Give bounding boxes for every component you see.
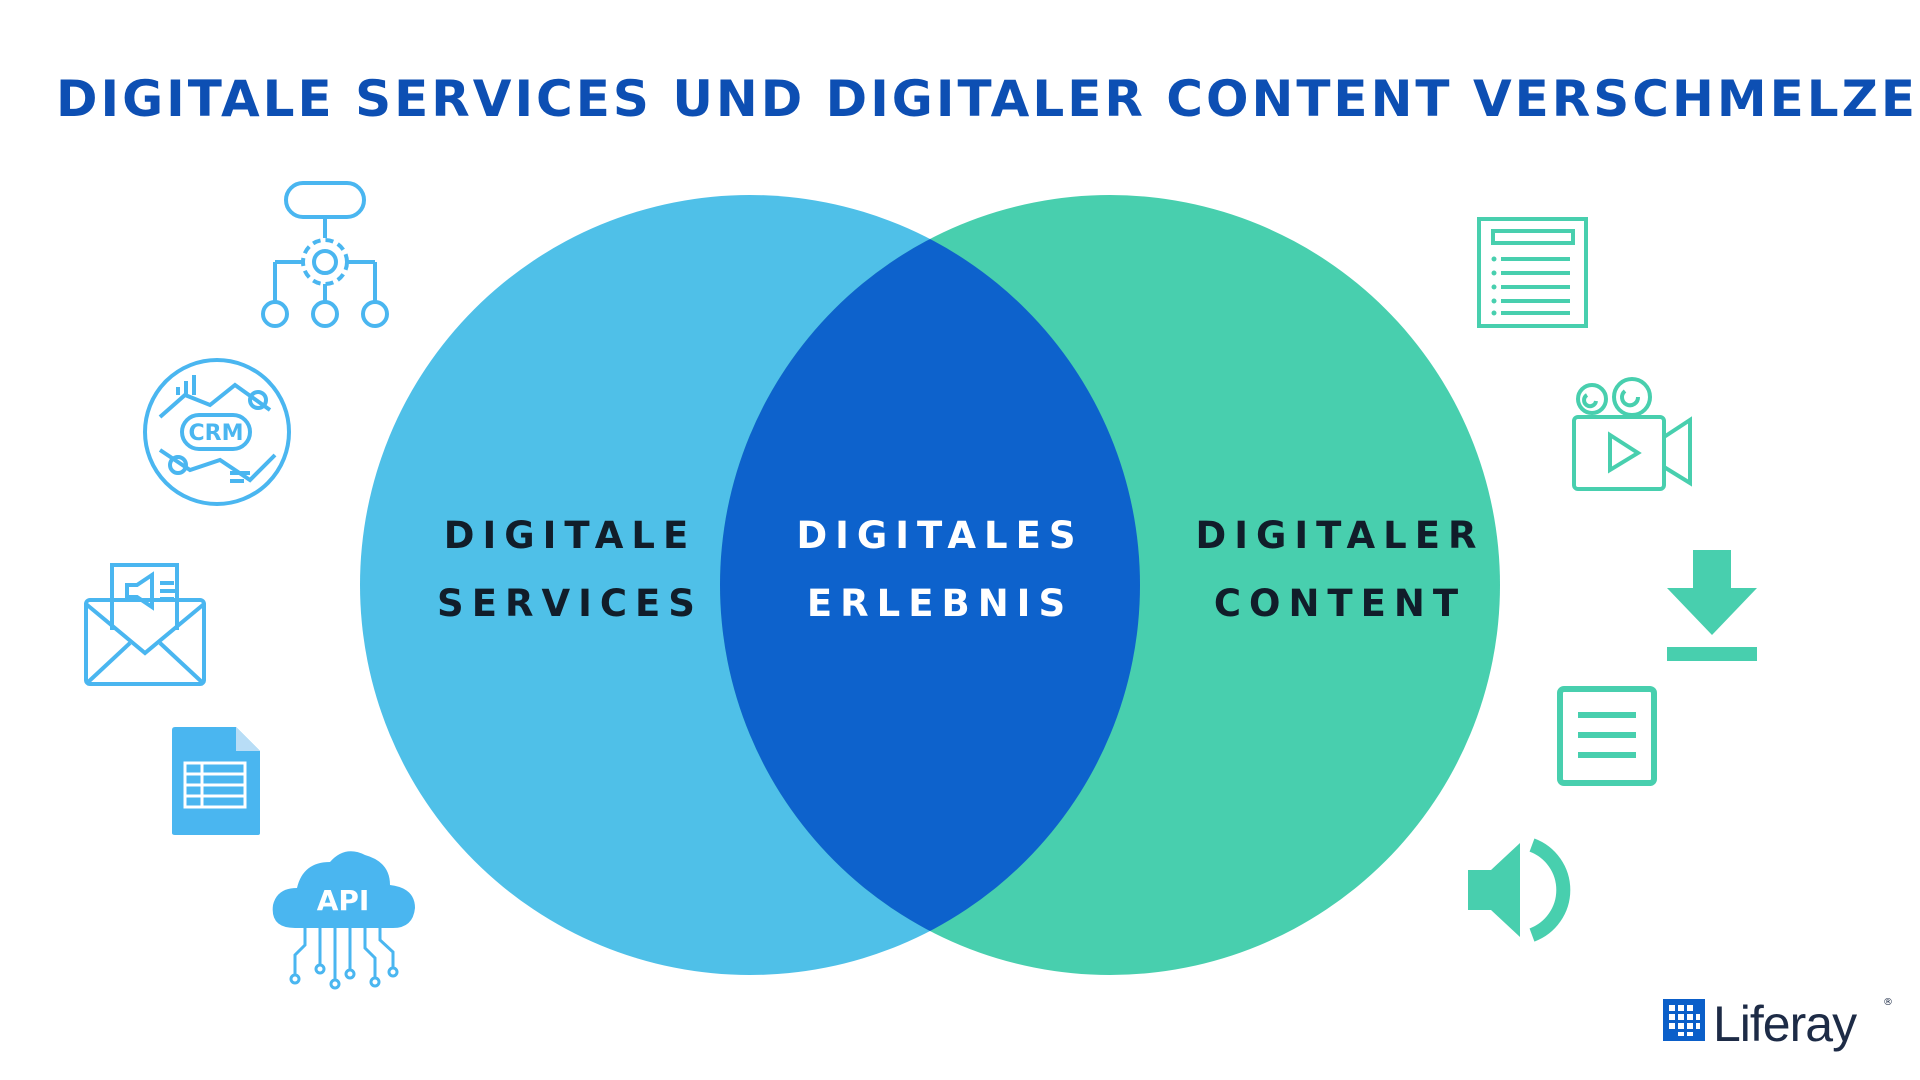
crm-icon: CRM bbox=[143, 358, 291, 506]
text-document-icon bbox=[1557, 686, 1657, 786]
label-digitale-services: DIGITALE SERVICES bbox=[380, 502, 760, 638]
label-left-line2: SERVICES bbox=[437, 582, 703, 625]
label-digitaler-content: DIGITALER CONTENT bbox=[1150, 502, 1530, 638]
label-left-line1: DIGITALE bbox=[443, 514, 697, 557]
crm-label: CRM bbox=[189, 421, 244, 446]
label-mid-line1: DIGITALES bbox=[796, 514, 1084, 557]
liferay-logo-text: Liferay bbox=[1713, 996, 1857, 1052]
workflow-icon bbox=[261, 181, 389, 328]
liferay-logo-icon bbox=[1663, 999, 1705, 1041]
document-list-icon bbox=[1477, 217, 1588, 328]
email-marketing-icon bbox=[84, 563, 206, 686]
intersection-area bbox=[720, 195, 1140, 975]
label-mid-line2: ERLEBNIS bbox=[806, 582, 1074, 625]
page-title: DIGITALE SERVICES UND DIGITALER CONTENT … bbox=[56, 70, 1920, 128]
spreadsheet-icon bbox=[172, 727, 260, 835]
liferay-logo: Liferay ® bbox=[1663, 995, 1893, 1057]
api-label: API bbox=[317, 884, 370, 917]
speaker-icon bbox=[1468, 838, 1571, 942]
label-right-line1: DIGITALER bbox=[1195, 514, 1485, 557]
registered-mark: ® bbox=[1883, 997, 1893, 1008]
download-icon bbox=[1667, 550, 1757, 661]
label-digitales-erlebnis: DIGITALES ERLEBNIS bbox=[750, 502, 1130, 638]
video-camera-icon bbox=[1572, 377, 1692, 491]
label-right-line2: CONTENT bbox=[1213, 582, 1467, 625]
api-cloud-icon: API bbox=[272, 851, 415, 990]
